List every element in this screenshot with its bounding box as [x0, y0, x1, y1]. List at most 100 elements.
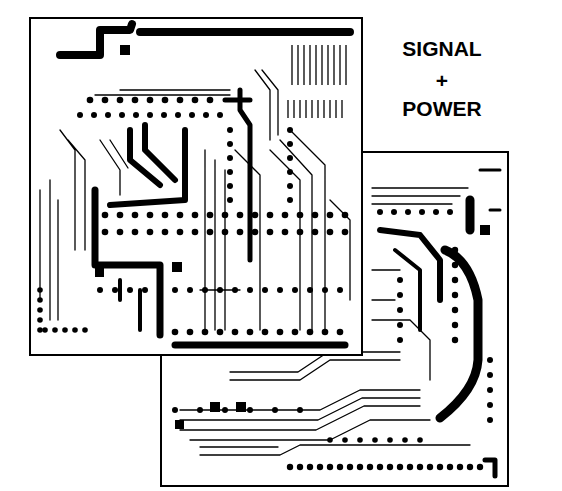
pcb-pad — [119, 112, 125, 118]
pcb-pad — [102, 97, 109, 104]
pcb-pad — [287, 141, 293, 147]
pcb-pad — [277, 287, 283, 293]
pcb-pad — [172, 287, 178, 293]
trace — [293, 100, 294, 118]
pcb-pad — [417, 437, 423, 443]
pcb-pad — [77, 112, 83, 118]
pcb-pad — [452, 277, 458, 283]
trace — [291, 45, 292, 85]
pcb-pad — [322, 287, 328, 293]
pcb-pad — [37, 317, 43, 323]
pcb-pad — [37, 327, 43, 333]
pcb-pad — [162, 212, 169, 219]
pcb-pad — [307, 464, 313, 470]
pcb-pad — [427, 464, 433, 470]
pcb-pad — [162, 229, 169, 236]
pcb-pad — [377, 209, 383, 215]
pcb-pad — [327, 437, 333, 443]
pcb-pad — [477, 464, 483, 470]
pcb-pad — [222, 407, 228, 413]
pcb-pad — [452, 322, 458, 328]
trace — [345, 45, 346, 85]
pcb-pad — [177, 229, 184, 236]
pcb-pad — [287, 464, 293, 470]
pcb-pad — [227, 169, 233, 175]
pcb-pad — [297, 229, 304, 236]
pcb-pad — [237, 212, 244, 219]
pcb-pad — [391, 209, 397, 215]
pcb-pad — [227, 155, 233, 161]
pcb-pad — [397, 337, 403, 343]
trace — [335, 100, 336, 118]
pcb-pad — [387, 437, 393, 443]
pcb-pad — [292, 287, 298, 293]
pcb-pad — [452, 292, 458, 298]
trace — [309, 45, 310, 85]
pcb-pad — [433, 209, 439, 215]
pcb-pad — [397, 322, 403, 328]
square-pad — [175, 420, 184, 429]
pcb-pad — [227, 127, 233, 133]
pcb-pad — [161, 112, 167, 118]
pcb-pad — [252, 229, 259, 236]
trace — [341, 100, 342, 118]
pcb-pad — [237, 229, 244, 236]
pcb-pad — [187, 329, 194, 336]
pcb-pad — [277, 329, 284, 336]
pcb-pad — [467, 464, 473, 470]
pcb-pad — [307, 287, 313, 293]
pcb-pad — [112, 287, 118, 293]
pcb-pad — [207, 97, 214, 104]
pcb-pad — [419, 209, 425, 215]
pcb-pad — [387, 464, 393, 470]
pcb-pad — [287, 183, 293, 189]
pcb-pad — [133, 112, 139, 118]
pcb-pad — [405, 209, 411, 215]
pcb-pad — [287, 155, 293, 161]
pcb-pad — [312, 212, 319, 219]
pcb-pad — [342, 437, 348, 443]
pcb-pad — [127, 287, 133, 293]
pcb-pad — [307, 329, 314, 336]
pcb-pad — [317, 464, 323, 470]
pcb-pad — [342, 229, 349, 236]
pcb-pad — [327, 212, 334, 219]
pcb-pad — [247, 407, 253, 413]
pcb-pad — [102, 212, 109, 219]
pcb-pad — [142, 287, 148, 293]
pcb-pad — [252, 212, 259, 219]
pcb-pad — [367, 464, 373, 470]
pcb-pad — [117, 97, 124, 104]
pcb-pad — [72, 327, 78, 333]
pcb-pad — [337, 329, 344, 336]
pcb-pad — [247, 287, 253, 293]
trace — [297, 45, 298, 85]
pcb-pad — [37, 297, 43, 303]
pcb-pad — [227, 183, 233, 189]
pcb-pad — [175, 112, 181, 118]
pcb-pad — [172, 407, 178, 413]
trace — [329, 100, 330, 118]
pcb-pad — [287, 169, 293, 175]
pcb-pad — [82, 327, 88, 333]
pcb-pad — [117, 212, 124, 219]
pcb-pad — [282, 229, 289, 236]
pcb-pad — [192, 97, 199, 104]
pcb-pad — [337, 464, 343, 470]
pcb-pad — [42, 327, 48, 333]
pcb-pad — [105, 112, 111, 118]
pcb-pad — [327, 464, 333, 470]
pcb-pad — [397, 307, 403, 313]
trace — [317, 100, 318, 118]
pcb-pad — [132, 97, 139, 104]
pcb-pad — [372, 437, 378, 443]
pcb-pad — [487, 372, 493, 378]
pcb-pad — [162, 97, 169, 104]
pcb-pad — [282, 212, 289, 219]
pcb-pad — [292, 329, 299, 336]
pcb-pad — [202, 287, 208, 293]
pcb-pad — [457, 464, 463, 470]
pcb-pad — [91, 112, 97, 118]
pcb-pad — [267, 229, 274, 236]
